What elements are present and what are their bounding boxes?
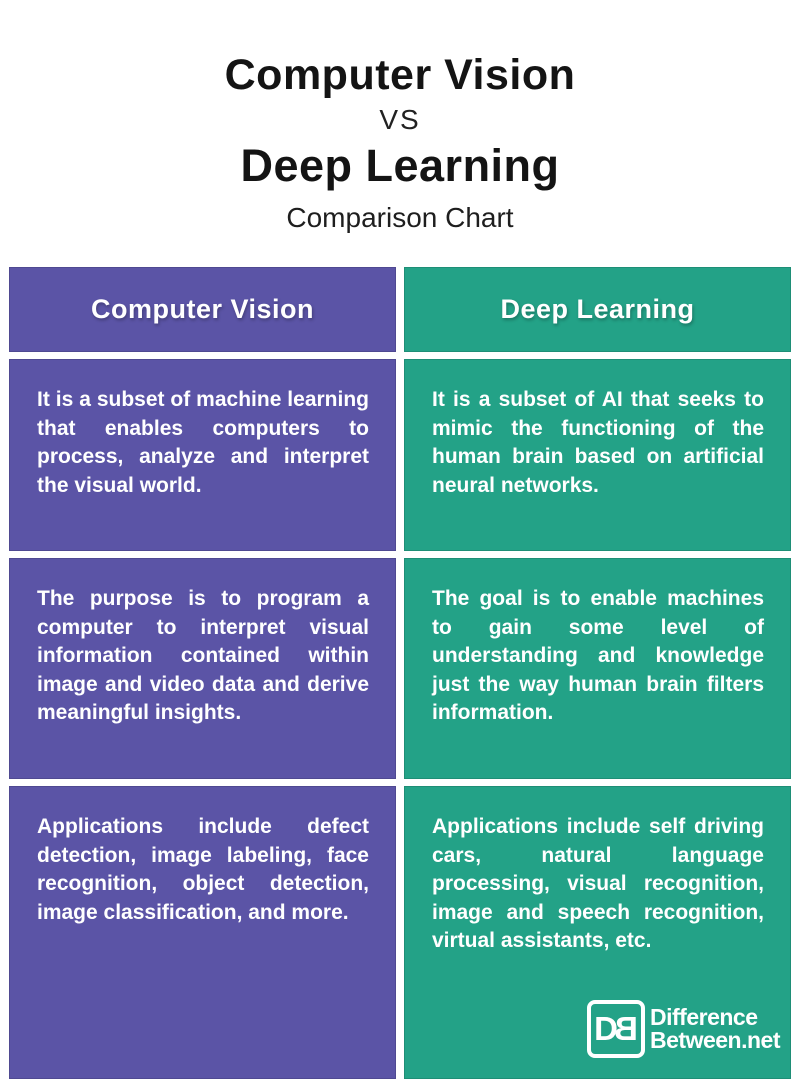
table-cell-cv-definition: It is a subset of machine learning that … [9,359,396,551]
title-block: Computer Vision vs Deep Learning Compari… [0,0,800,234]
table-cell-dl-applications: Applications include self driving cars, … [404,786,791,1079]
logo-line-2: Between.net [650,1027,780,1053]
table-cell-cv-applications: Applications include defect detection, i… [9,786,396,1079]
db-monogram-d: D [594,1009,618,1047]
column-header-computer-vision: Computer Vision [9,267,396,352]
table-cell-dl-applications-text: Applications include self driving cars, … [432,815,764,952]
comparison-table: Computer Vision Deep Learning It is a su… [9,267,791,1079]
column-header-deep-learning: Deep Learning [404,267,791,352]
subtitle: Comparison Chart [286,202,514,233]
table-cell-cv-purpose: The purpose is to program a computer to … [9,558,396,779]
table-cell-dl-purpose: The goal is to enable machines to gain s… [404,558,791,779]
logo-wordmark: Difference Between.net [650,1003,780,1053]
db-monogram-b-mirrored: B [616,1009,638,1047]
logo-line-1: Difference [650,1003,758,1030]
table-cell-dl-definition: It is a subset of AI that seeks to mimic… [404,359,791,551]
title-line-1: Computer Vision [224,51,576,99]
vs-label: vs [379,104,421,135]
title-line-2: Deep Learning [240,140,560,191]
